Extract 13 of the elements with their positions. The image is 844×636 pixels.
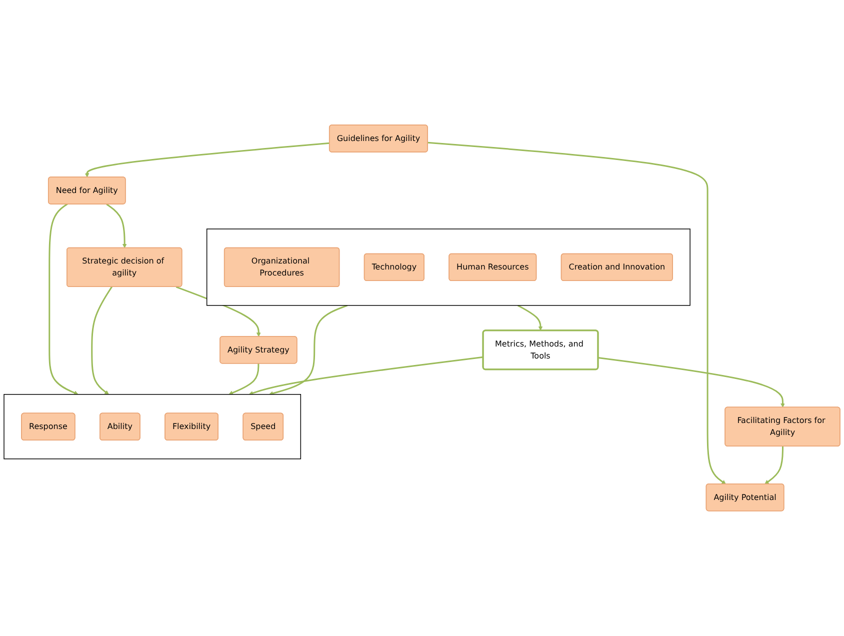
arrow xyxy=(517,304,543,331)
arrow xyxy=(268,304,348,396)
arrow xyxy=(91,286,113,395)
arrow xyxy=(228,363,260,395)
arrow xyxy=(84,142,330,178)
arrow xyxy=(764,446,784,484)
arrow xyxy=(48,203,78,395)
arrow xyxy=(106,204,127,248)
arrow xyxy=(428,142,726,484)
cluster xyxy=(206,228,690,306)
arrow xyxy=(598,357,785,408)
arrow xyxy=(248,356,484,396)
cluster xyxy=(4,394,302,460)
